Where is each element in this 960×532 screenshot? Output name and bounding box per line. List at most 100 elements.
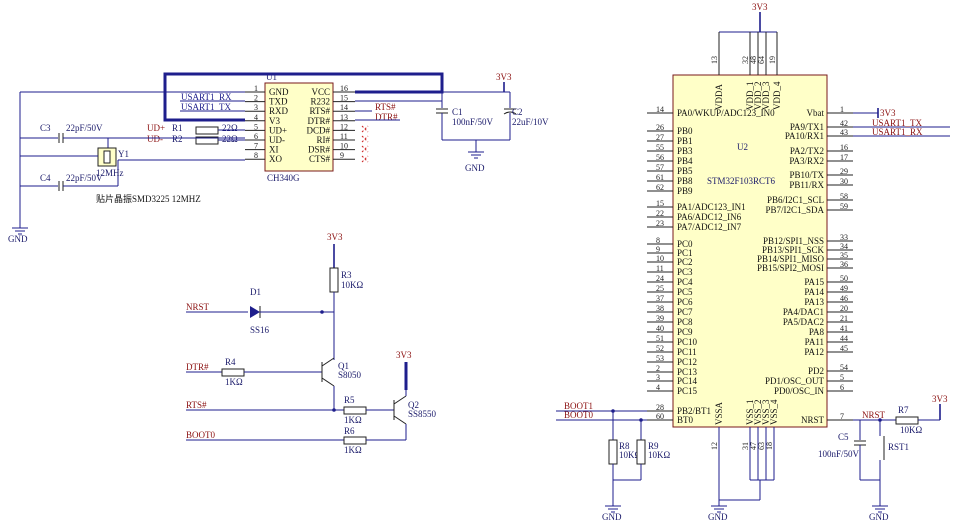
- stm32-pin-name: PC9: [677, 327, 693, 337]
- stm32-pin-name: PD0/OSC_IN: [774, 386, 825, 396]
- stm32-pin-num: 3: [656, 373, 660, 382]
- stm32-body[interactable]: [672, 74, 828, 428]
- ch340-pin-name: DCD#: [306, 125, 330, 135]
- stm32-pin-num: 54: [840, 363, 848, 372]
- stm32-pin-num: 7: [840, 412, 844, 421]
- ch340-pin-name: VCC: [311, 87, 330, 97]
- stm32-pin-name: VDD_2: [753, 82, 763, 111]
- r5-designator: R5: [344, 395, 355, 405]
- stm32-pin-name: Vbat: [807, 108, 825, 118]
- stm32-pin-name: PB9: [677, 186, 693, 196]
- net-usart1-rx-stm32: USART1_RX: [872, 127, 923, 137]
- net-ud-plus: UD+: [147, 123, 165, 133]
- stm32-pin-num: 45: [840, 344, 848, 353]
- crystal-block: C3 22pF/50V C4 22pF/50V Y1 12MHz 贴片晶振SMD…: [8, 123, 245, 244]
- rail-3v3-q2: 3V3: [396, 350, 412, 360]
- stm32-pin-name: NRST: [801, 415, 825, 425]
- ch340-part: CH340G: [267, 173, 300, 183]
- r8-value: 10KΩ: [619, 450, 641, 460]
- r7-body[interactable]: [895, 416, 919, 425]
- stm32-pin-num: 55: [656, 143, 664, 152]
- stm32-pin-name: PA3/RX2: [789, 156, 824, 166]
- stm32-pin-num: 16: [840, 143, 848, 152]
- stm32-pin-name: PB10/TX: [789, 170, 824, 180]
- stm32-pin-name: BT0: [677, 415, 694, 425]
- y1-designator: Y1: [118, 149, 129, 159]
- r6-body[interactable]: [343, 436, 367, 445]
- stm32-pin-num: 40: [656, 324, 664, 333]
- r3-value: 10KΩ: [341, 280, 363, 290]
- c3-designator: C3: [40, 123, 51, 133]
- ch340-pin-num: 4: [254, 113, 258, 122]
- r9-body[interactable]: [636, 439, 646, 465]
- stm32-pin-name: PC2: [677, 257, 693, 267]
- ch340-pin-name: UD+: [269, 125, 287, 135]
- stm32-pin-name: PC14: [677, 376, 698, 386]
- stm32-pin-name: VDDA: [714, 84, 724, 110]
- crystal-note: 贴片晶振SMD3225 12MHZ: [96, 193, 201, 204]
- stm32-pin-num: 1: [840, 105, 844, 114]
- stm32-pin-name: VSSA: [714, 401, 724, 425]
- stm32-pin-num: 43: [840, 128, 848, 137]
- net-boot1: BOOT1: [564, 401, 593, 411]
- stm32-pin-name: PA13: [804, 297, 824, 307]
- net-ud-minus: UD-: [147, 134, 163, 144]
- rail-3v3-caps: 3V3: [496, 72, 512, 82]
- net-usart1-tx-stm32: USART1_TX: [872, 118, 922, 128]
- r1-value: 22Ω: [222, 123, 238, 133]
- c4-value: 22pF/50V: [66, 173, 103, 183]
- r3-body[interactable]: [329, 267, 339, 293]
- stm32-pin-name: PC12: [677, 357, 697, 367]
- stm32-pin-num: 10: [656, 254, 664, 263]
- stm32-pin-name: PA12: [804, 347, 824, 357]
- stm32-pin-name: PB2/BT1: [677, 406, 711, 416]
- stm32-pin-num: 61: [656, 173, 664, 182]
- r8-body[interactable]: [608, 439, 618, 465]
- stm32-pin-num: 30: [840, 177, 848, 186]
- c1-designator: C1: [452, 107, 463, 117]
- d1-body[interactable]: [250, 306, 260, 318]
- stm32-pin-num: 63: [757, 442, 766, 450]
- stm32-pin-num: 52: [656, 344, 664, 353]
- stm32-pin-num: 42: [840, 119, 848, 128]
- ch340-body[interactable]: [264, 82, 334, 172]
- ch340-pin-name: RTS#: [310, 106, 331, 116]
- stm32-pin-name: PA8: [809, 327, 825, 337]
- ch340-pin-num: 15: [340, 94, 348, 103]
- stm32-pin-num: 58: [840, 192, 848, 201]
- stm32-pin-num: 20: [840, 304, 848, 313]
- r1-body[interactable]: [195, 126, 219, 135]
- r9-value: 10KΩ: [648, 450, 670, 460]
- stm32-pin-num: 33: [840, 233, 848, 242]
- ch340-nc-pins: [361, 125, 369, 163]
- stm32-part: STM32F103RCT6: [707, 176, 776, 186]
- stm32-pin-name: PB12/SPI1_NSS: [763, 236, 824, 246]
- stm32-pin-name: PA6/ADC12_IN6: [677, 212, 742, 222]
- stm32-pin-name: PB13/SPI1_SCK: [762, 245, 825, 255]
- stm32-pin-num: 57: [656, 163, 664, 172]
- stm32-pin-num: 24: [656, 274, 664, 283]
- stm32-pin-num: 47: [749, 442, 758, 450]
- net-boot0-auto: BOOT0: [186, 430, 215, 440]
- stm32-pin-num: 21: [840, 314, 848, 323]
- ch340-pin-name: R232: [310, 97, 330, 107]
- stm32-pin-num: 4: [656, 383, 660, 392]
- r5-body[interactable]: [343, 406, 367, 415]
- stm32-pin-num: 29: [840, 167, 848, 176]
- stm32-pin-num: 36: [840, 260, 848, 269]
- stm32-pin-num: 26: [656, 123, 664, 132]
- stm32-pin-name: PA2/TX2: [790, 146, 824, 156]
- rail-3v3-r3: 3V3: [327, 232, 343, 242]
- stm32-pin-num: 17: [840, 153, 848, 162]
- ch340-designator: U1: [266, 72, 277, 82]
- stm32-pin-num: 51: [656, 334, 664, 343]
- stm32-pin-name: PA11: [805, 337, 824, 347]
- r4-body[interactable]: [221, 368, 245, 377]
- stm32-pin-num: 41: [840, 324, 848, 333]
- stm32-pin-name: PA7/ADC12_IN7: [677, 222, 742, 232]
- d1-part: SS16: [250, 325, 270, 335]
- r3-designator: R3: [341, 270, 352, 280]
- stm32-pin-name: VSS_4: [769, 399, 779, 425]
- c2-designator: C2: [512, 107, 523, 117]
